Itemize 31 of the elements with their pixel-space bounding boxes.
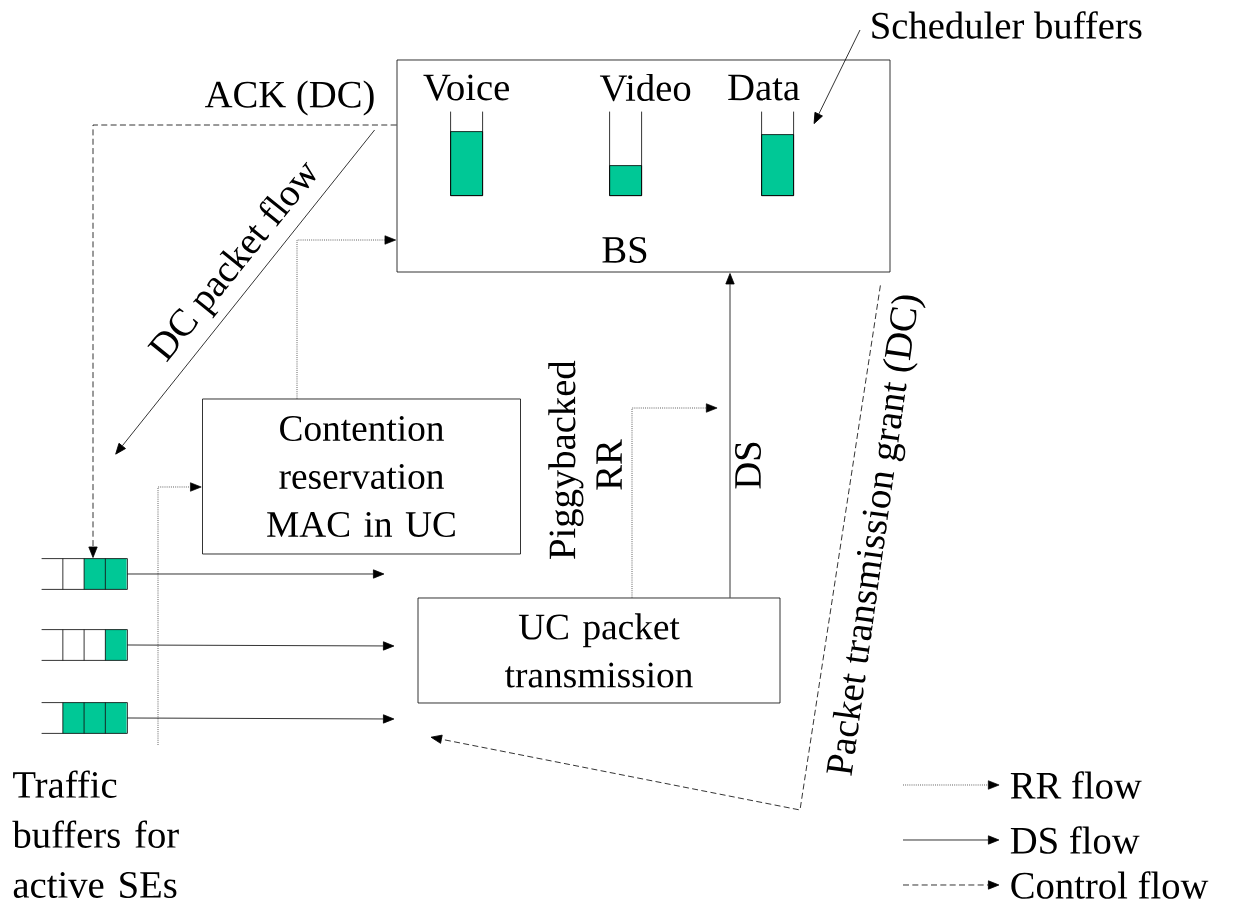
caption-text: Traffic buffers for active SEs	[12, 770, 179, 898]
edge-label: ACK (DC)	[205, 80, 374, 116]
arrow	[157, 482, 202, 746]
process-box: Contention reservation MAC in UC	[202, 398, 521, 555]
legend-text: DS flow	[1010, 826, 1140, 854]
scheduler-buffer: Video	[599, 73, 691, 196]
arrow	[631, 403, 718, 598]
arrow	[725, 273, 735, 598]
arrow	[127, 714, 395, 724]
edge-label: DS	[735, 442, 761, 489]
legend-text: Control flow	[1011, 871, 1209, 899]
scheduler-buffer: Data	[728, 74, 800, 196]
node-label: Video	[599, 73, 691, 102]
node-label: Data	[728, 74, 800, 101]
scheduler-buffer: Voice	[423, 74, 509, 196]
process-box: UC packet transmission	[417, 597, 781, 704]
node-label: Voice	[423, 74, 509, 101]
edge-label: Piggybacked RR	[548, 360, 622, 559]
leader-line	[813, 29, 861, 124]
arrow	[127, 641, 395, 651]
arrow	[88, 124, 397, 558]
arrow	[115, 129, 375, 455]
edge-label: Packet transmission grant (DC)	[826, 295, 926, 776]
arrow	[296, 235, 397, 399]
packet-queue	[41, 702, 128, 734]
callout-label: Scheduler buffers	[872, 11, 1142, 39]
arrow	[430, 285, 881, 811]
packet-queue	[41, 629, 128, 661]
arrow	[127, 569, 385, 579]
legend-text: RR flow	[1010, 771, 1142, 799]
packet-queue	[41, 558, 128, 590]
